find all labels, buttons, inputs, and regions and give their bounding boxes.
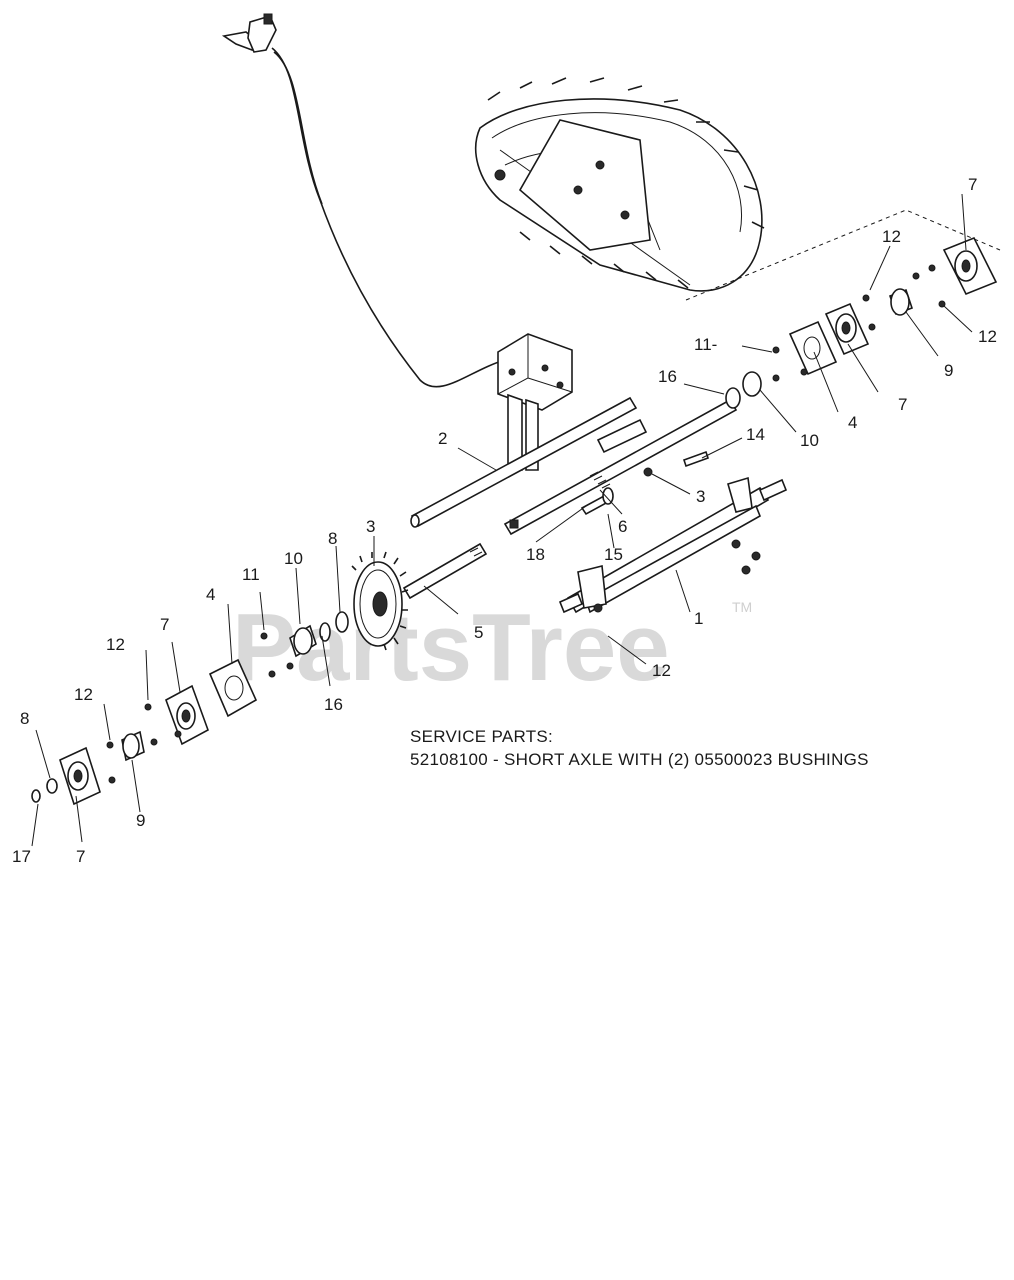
callout-5: 5 bbox=[474, 623, 483, 642]
callout-10-right: 10 bbox=[800, 431, 819, 450]
callout-10-left: 10 bbox=[284, 549, 303, 568]
service-parts-line: 52108100 - SHORT AXLE WITH (2) 05500023 … bbox=[410, 750, 869, 769]
callout-9-right: 9 bbox=[944, 361, 953, 380]
callout-12-right-upper: 12 bbox=[882, 227, 901, 246]
sprocket-gear-part bbox=[351, 551, 409, 651]
cross-tube-part bbox=[410, 396, 648, 528]
service-parts-heading: SERVICE PARTS: bbox=[410, 727, 553, 746]
callout-1: 1 bbox=[694, 609, 703, 628]
short-axle-part bbox=[402, 542, 488, 600]
callout-3-sprocket: 3 bbox=[366, 517, 375, 536]
callout-12-left-upper: 12 bbox=[106, 635, 125, 654]
callout-7-right-upper: 7 bbox=[968, 175, 977, 194]
callout-7-right-lower: 7 bbox=[898, 395, 907, 414]
callout-3-nut: 3 bbox=[696, 487, 705, 506]
callout-12-right-lower: 12 bbox=[978, 327, 997, 346]
callout-14: 14 bbox=[746, 425, 765, 444]
callout-11-right: 11- bbox=[694, 335, 717, 354]
frame-bar-part bbox=[558, 476, 788, 614]
long-axle-part bbox=[503, 398, 738, 536]
callout-15: 15 bbox=[604, 545, 623, 564]
left-bearing-stack bbox=[31, 611, 349, 806]
callout-4-left: 4 bbox=[206, 585, 215, 604]
callout-16-left: 16 bbox=[324, 695, 343, 714]
callout-18: 18 bbox=[526, 545, 545, 564]
right-bearing-stack bbox=[580, 236, 998, 516]
callout-16-right: 16 bbox=[658, 367, 677, 386]
callout-6: 6 bbox=[618, 517, 627, 536]
assembly-guide-lines bbox=[685, 209, 1001, 301]
callout-7-left-upper: 7 bbox=[160, 615, 169, 634]
callout-12-left-lower: 12 bbox=[74, 685, 93, 704]
callout-9-left: 9 bbox=[136, 811, 145, 830]
callout-7-left-lower: 7 bbox=[76, 847, 85, 866]
callout-leader-lines bbox=[31, 193, 973, 847]
watermark-trademark: TM bbox=[732, 599, 752, 615]
callout-12-center: 12 bbox=[652, 661, 671, 680]
callout-8-left: 8 bbox=[20, 709, 29, 728]
callout-11-left: 11 bbox=[242, 565, 260, 584]
callout-8-center: 8 bbox=[328, 529, 337, 548]
callout-4-right: 4 bbox=[848, 413, 857, 432]
callout-2: 2 bbox=[438, 429, 447, 448]
callout-17: 17 bbox=[12, 847, 31, 866]
track-assembly bbox=[474, 77, 765, 292]
control-cable-assembly bbox=[221, 13, 506, 388]
